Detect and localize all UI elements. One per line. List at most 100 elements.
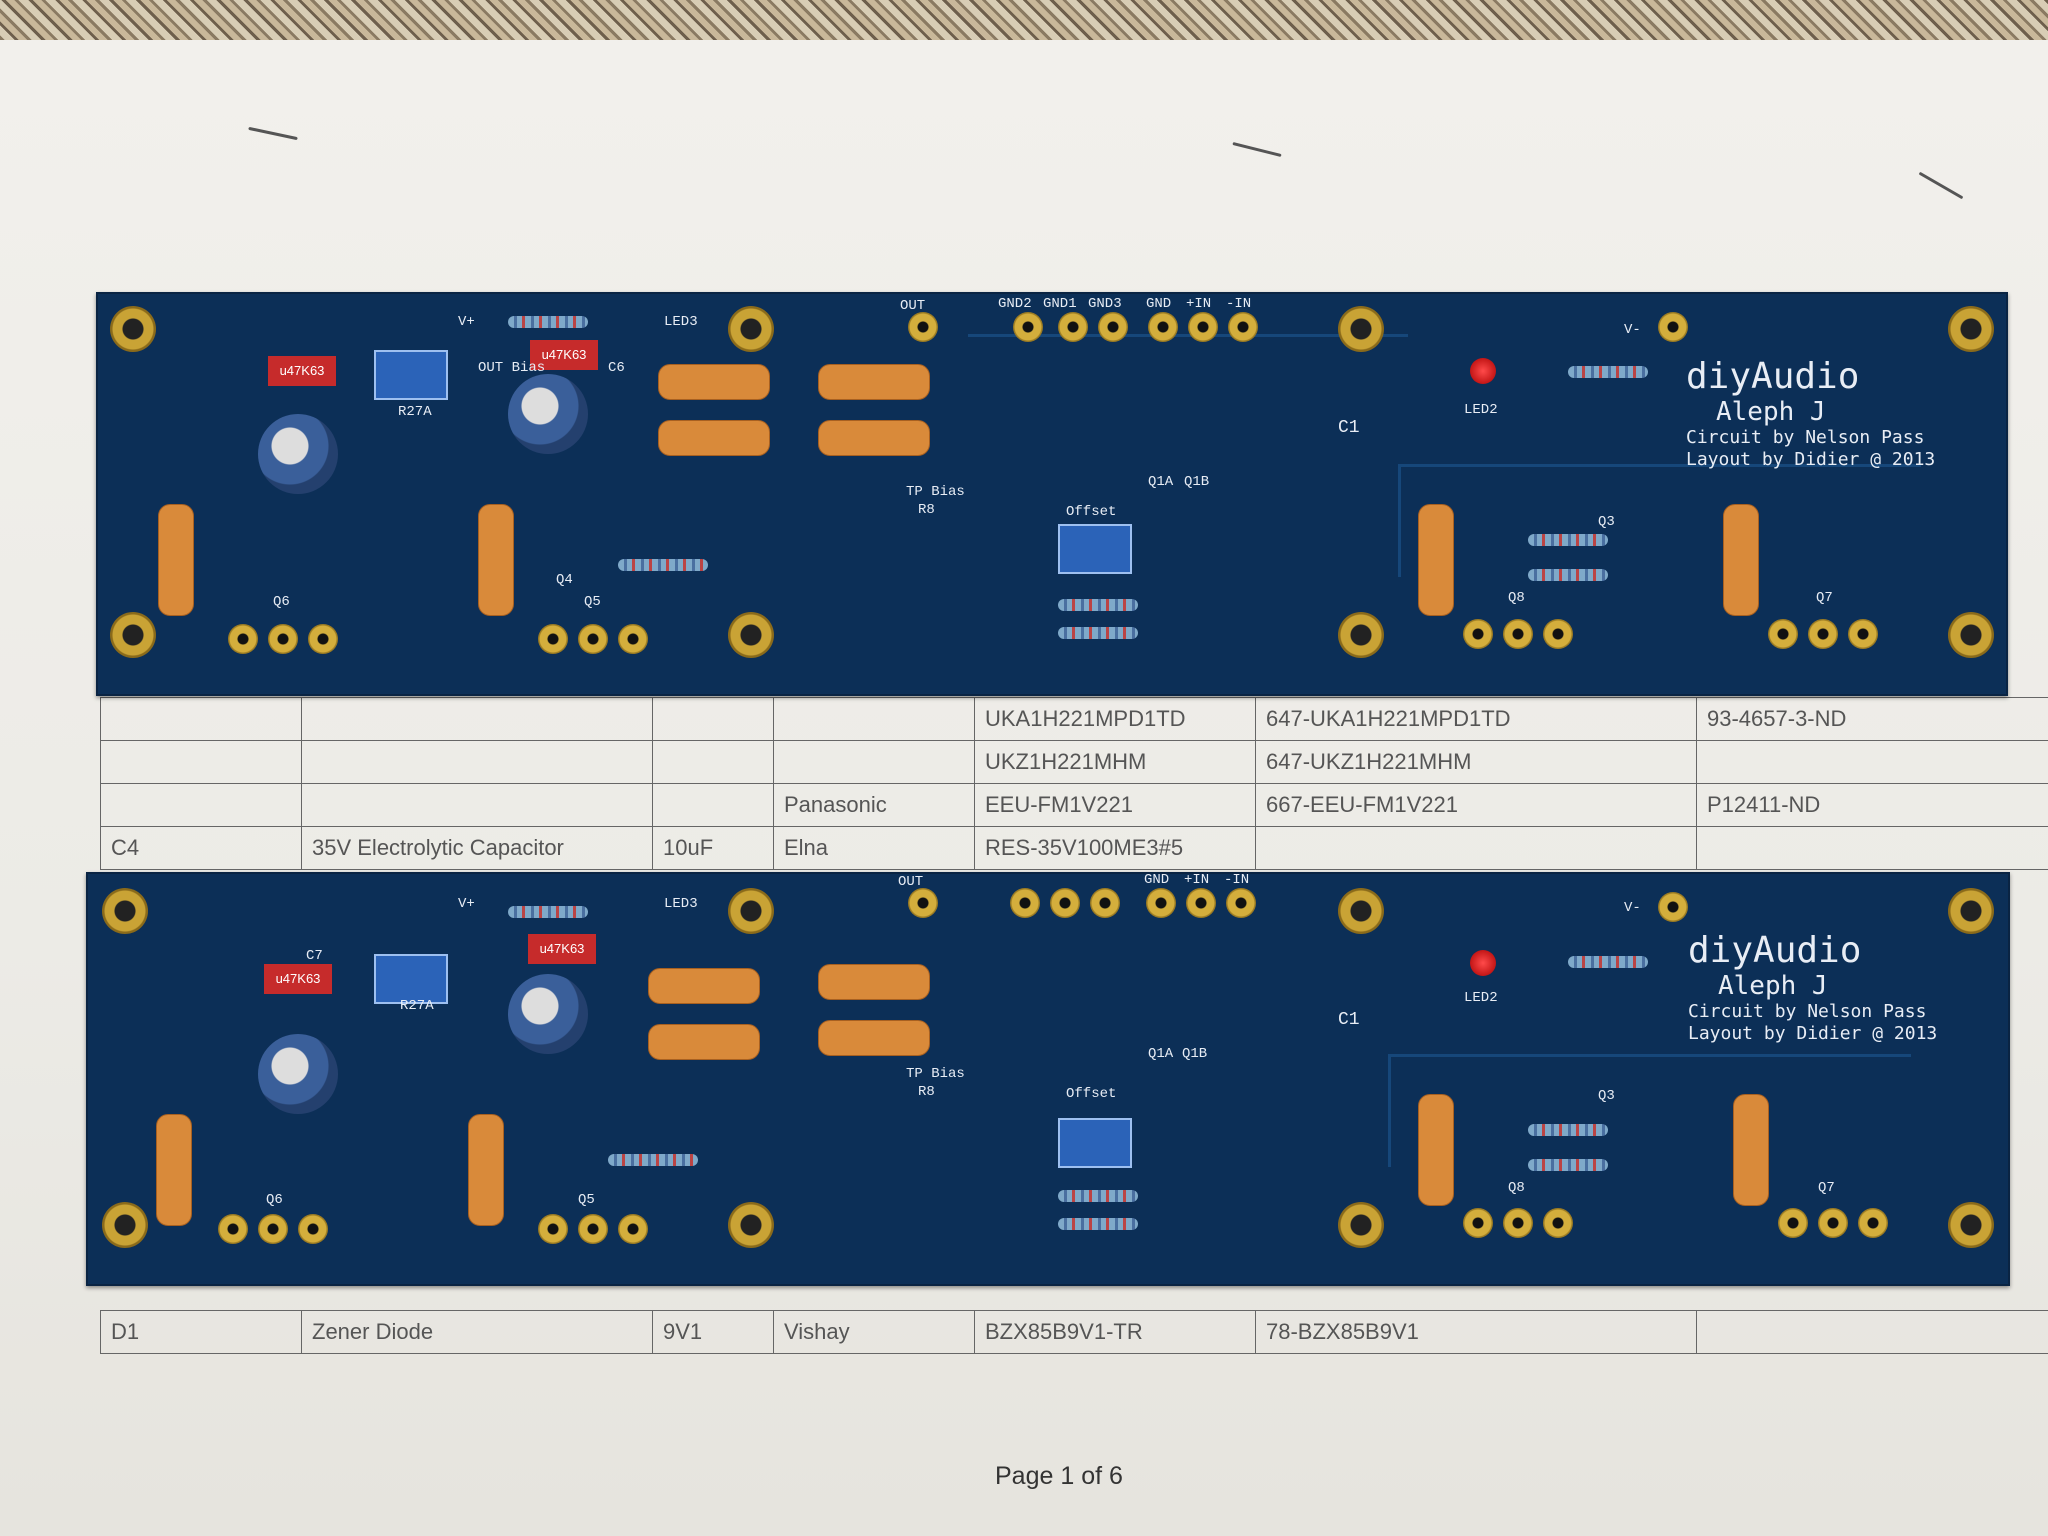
bom-cell: 10uF [652, 826, 774, 870]
power-resistor [818, 420, 930, 456]
label-gnd: GND [1146, 296, 1172, 312]
resistor [1568, 366, 1648, 378]
bom-cell: P12411-ND [1696, 783, 2048, 827]
label-gnd: GND [1144, 872, 1170, 888]
layout-credit: Layout by Didier @ 2013 [1688, 1023, 1938, 1044]
transistor-pad [1858, 1208, 1888, 1238]
bom-cell: Panasonic [773, 783, 975, 827]
bom-cell: 78-BZX85B9V1 [1255, 1310, 1697, 1354]
transistor-pad [1503, 619, 1533, 649]
resistor [1528, 1159, 1608, 1171]
label-vplus: V+ [458, 314, 475, 330]
bom-cell: 667-EEU-FM1V221 [1255, 783, 1697, 827]
bom-cell: Elna [773, 826, 975, 870]
transistor-pad [1463, 619, 1493, 649]
power-resistor [818, 364, 930, 400]
label-q6: Q6 [273, 594, 290, 610]
label-q1a: Q1A [1148, 1046, 1174, 1062]
transistor-pad [1543, 619, 1573, 649]
footer-page: 1 [1060, 1462, 1075, 1490]
resistor [1528, 534, 1608, 546]
bom-cell: EEU-FM1V221 [974, 783, 1256, 827]
film-capacitor: u47K63 [264, 964, 332, 994]
footer-total: 6 [1109, 1462, 1123, 1490]
label-minus-in: -IN [1226, 296, 1252, 312]
trimmer-potentiometer [374, 954, 448, 1004]
bom-cell [301, 697, 653, 741]
resistor [508, 316, 588, 328]
bom-cell [301, 740, 653, 784]
label-q5: Q5 [578, 1192, 595, 1208]
transistor-pad [1818, 1208, 1848, 1238]
label-q7: Q7 [1816, 590, 1833, 606]
circuit-credit: Circuit by Nelson Pass [1688, 1001, 1927, 1022]
bom-cell: 35V Electrolytic Capacitor [301, 826, 653, 870]
label-q8: Q8 [1508, 590, 1525, 606]
transistor-pad [308, 624, 338, 654]
mounting-hole [1338, 1202, 1384, 1248]
terminal-pad [1148, 312, 1178, 342]
terminal-pad [1013, 312, 1043, 342]
bom-cell: UKZ1H221MHM [974, 740, 1256, 784]
brand-name: diyAudio [1688, 930, 1862, 971]
transistor-pad [218, 1214, 248, 1244]
label-r27a: R27A [398, 404, 432, 420]
label-r8: R8 [918, 502, 935, 518]
mounting-hole [102, 888, 148, 934]
table-row: D1 Zener Diode 9V1 Vishay BZX85B9V1-TR 7… [100, 1310, 2048, 1354]
power-resistor [478, 504, 514, 616]
mounting-hole [728, 1202, 774, 1248]
layout-credit: Layout by Didier @ 2013 [1686, 449, 1936, 470]
bom-cell [1696, 826, 2048, 870]
terminal-pad [1186, 888, 1216, 918]
terminal-pad [1226, 888, 1256, 918]
bom-cell: 647-UKA1H221MPD1TD [1255, 697, 1697, 741]
transistor-pad [258, 1214, 288, 1244]
bom-cell: 9V1 [652, 1310, 774, 1354]
trimmer-potentiometer [374, 350, 448, 400]
power-resistor [468, 1114, 504, 1226]
label-out: OUT [898, 874, 924, 890]
transistor-pad [538, 624, 568, 654]
label-q3: Q3 [1598, 1088, 1615, 1104]
label-vminus: V- [1624, 322, 1641, 338]
resistor [1058, 1218, 1138, 1230]
label-q8: Q8 [1508, 1180, 1525, 1196]
label-c1: C1 [1338, 1010, 1360, 1030]
bom-cell [652, 740, 774, 784]
bom-table-middle: UKA1H221MPD1TD 647-UKA1H221MPD1TD 93-465… [100, 697, 2048, 870]
terminal-pad [1188, 312, 1218, 342]
transistor-pad [1808, 619, 1838, 649]
mounting-hole [110, 612, 156, 658]
label-q1b: Q1B [1182, 1046, 1208, 1062]
transistor-pad [578, 1214, 608, 1244]
label-led2: LED2 [1464, 402, 1498, 418]
table-row: C4 35V Electrolytic Capacitor 10uF Elna … [100, 826, 2048, 870]
label-c7: C7 [306, 948, 323, 964]
label-vminus: V- [1624, 900, 1641, 916]
resistor [1058, 1190, 1138, 1202]
bom-cell [773, 740, 975, 784]
bom-cell: 93-4657-3-ND [1696, 697, 2048, 741]
led-red [1470, 950, 1496, 976]
pcb-board-top: u47K63 u47K63 OUT GND2 GND1 GND3 GND +IN… [96, 292, 2008, 696]
label-led3: LED3 [664, 314, 698, 330]
resistor [1058, 599, 1138, 611]
label-tp-bias: TP Bias [906, 484, 965, 500]
terminal-pad [1058, 312, 1088, 342]
mounting-hole [728, 306, 774, 352]
terminal-pad [908, 312, 938, 342]
transistor-pad [618, 1214, 648, 1244]
transistor-pad [1543, 1208, 1573, 1238]
bom-cell [652, 697, 774, 741]
circuit-credit: Circuit by Nelson Pass [1686, 427, 1925, 448]
bom-cell [1255, 826, 1697, 870]
bom-cell: Vishay [773, 1310, 975, 1354]
terminal-pad [1658, 892, 1688, 922]
bom-cell [1696, 740, 2048, 784]
label-r8: R8 [918, 1084, 935, 1100]
footer-prefix: Page [995, 1462, 1061, 1490]
pcb-board-bottom: u47K63 u47K63 OUT GND +IN -IN LED3 LED2 … [86, 872, 2010, 1286]
footer-mid: of [1074, 1462, 1109, 1490]
mounting-hole [102, 1202, 148, 1248]
